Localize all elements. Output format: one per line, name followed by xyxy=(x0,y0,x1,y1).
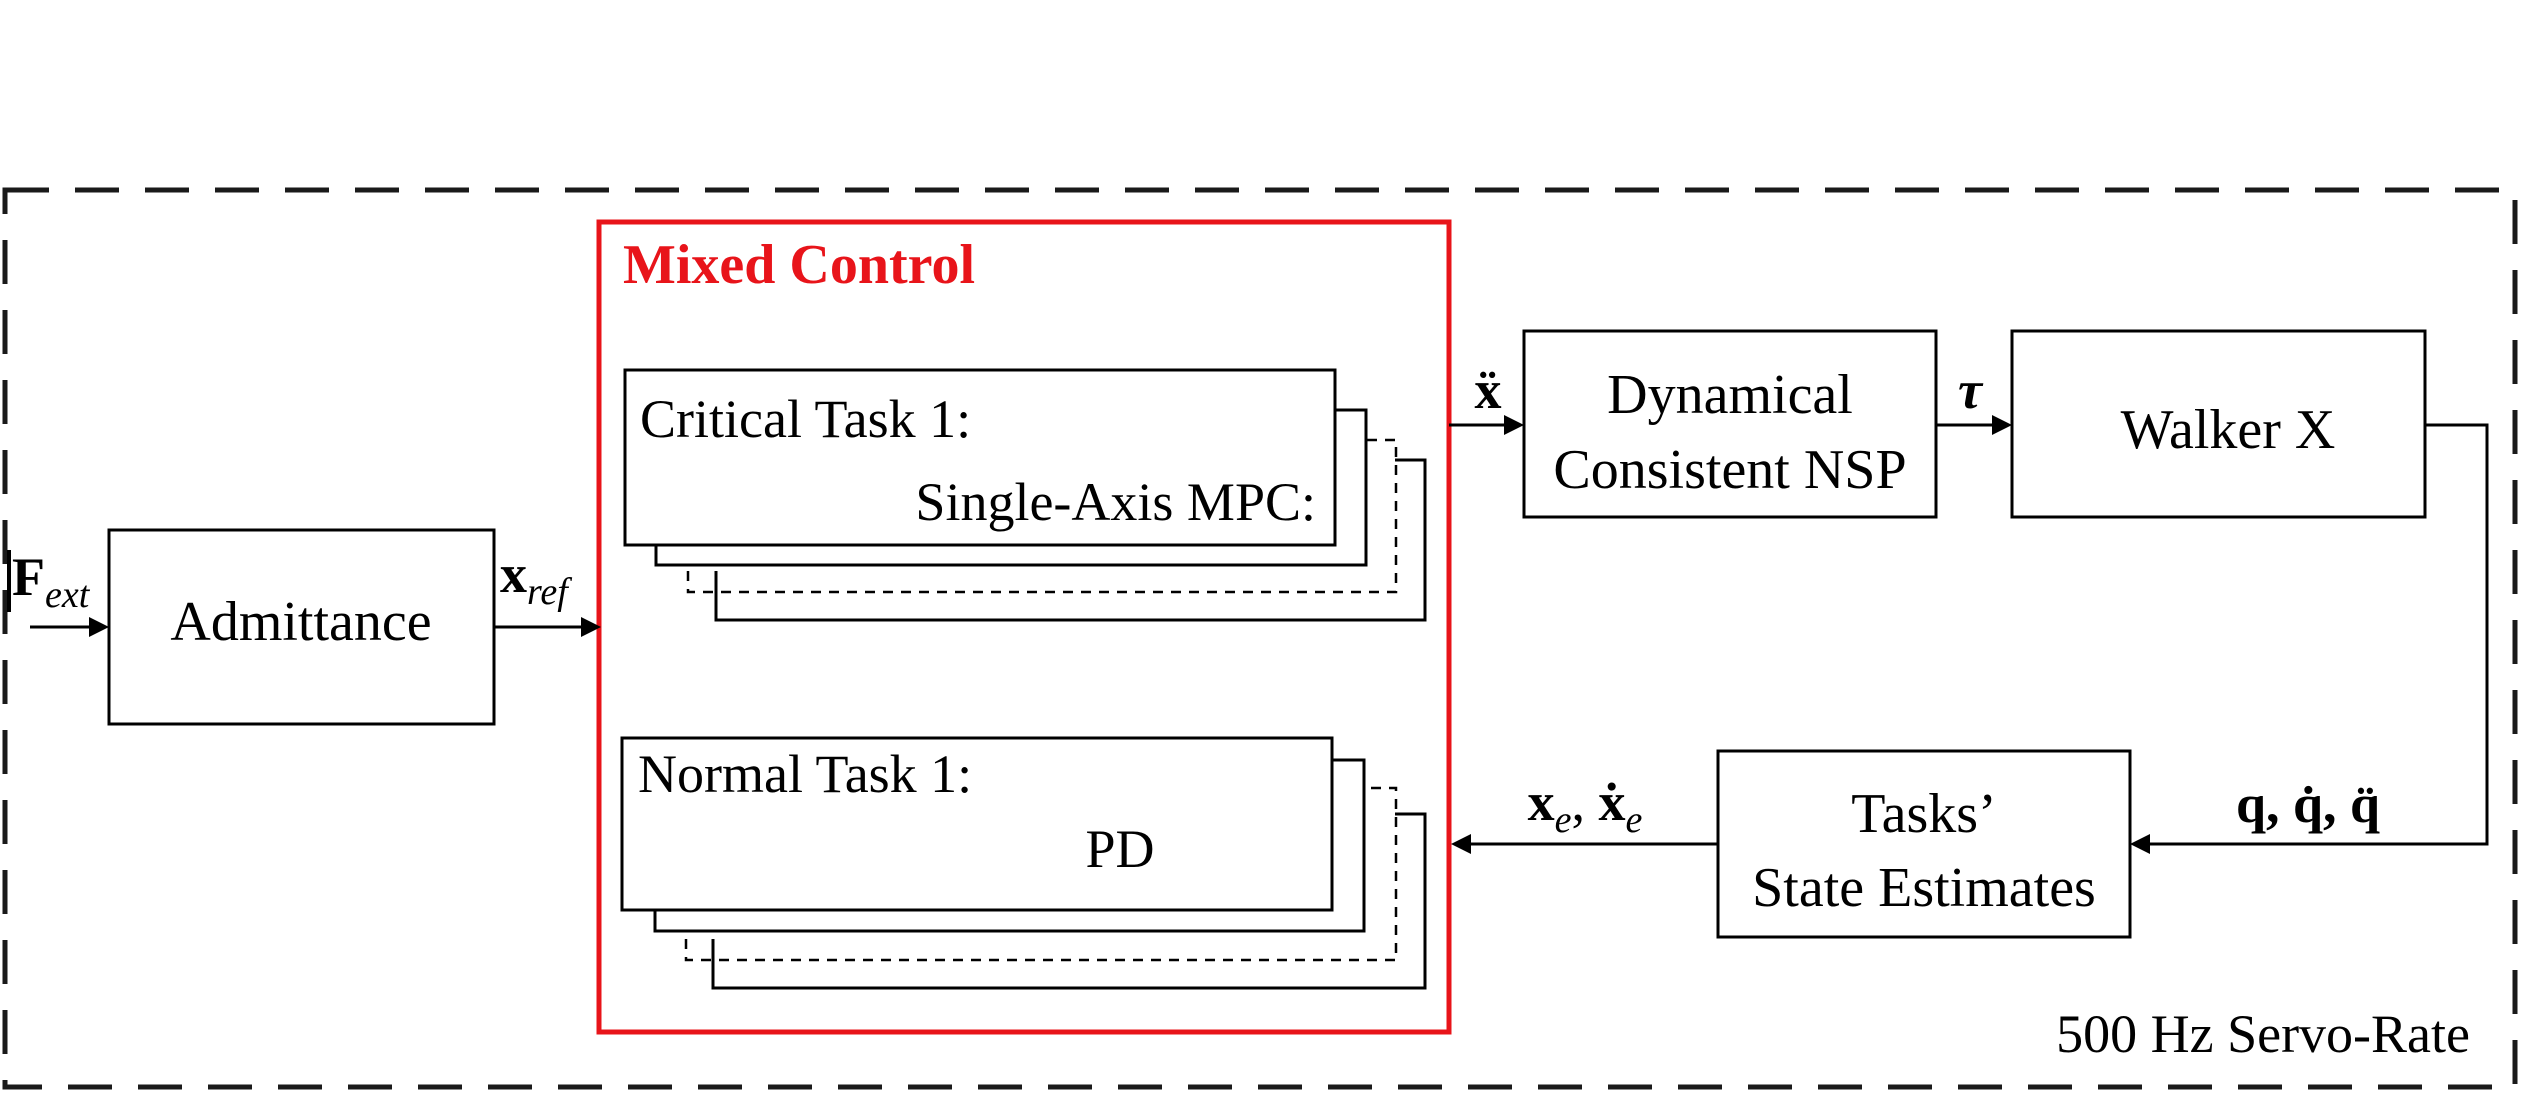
x-ddot-arrowhead xyxy=(1504,415,1524,435)
f-ext-arrowhead xyxy=(89,617,109,637)
f-ext-label: Fext xyxy=(12,547,91,616)
critical-task-stack: Critical Task 1: Single-Axis MPC: xyxy=(623,368,1427,622)
normal-task-stack: Normal Task 1: PD xyxy=(620,736,1427,990)
normal-card-2 xyxy=(653,758,1366,933)
admittance-label: Admittance xyxy=(170,591,431,653)
f-ext-sub: ext xyxy=(45,574,91,616)
critical-task-card xyxy=(623,368,1337,547)
x-ref-sub: ref xyxy=(527,571,572,613)
x-ddot-label: ẍ xyxy=(1475,360,1502,420)
critical-card-4 xyxy=(714,458,1427,622)
critical-card-3 xyxy=(686,438,1398,594)
x-ref-arrowhead xyxy=(581,617,601,637)
normal-card-4 xyxy=(711,812,1427,990)
nsp-block xyxy=(1522,329,1938,519)
f-ext-base: F xyxy=(12,547,45,607)
estimates-line2: State Estimates xyxy=(1752,857,2096,919)
x-e-label: xe, ẋe xyxy=(1528,772,1643,841)
critical-card-2 xyxy=(654,408,1368,567)
x-ref-base: x xyxy=(500,544,527,604)
servo-rate-frame xyxy=(2,187,2518,1090)
servo-rate-label: 500 Hz Servo-Rate xyxy=(2056,1004,2470,1064)
mixed-control-title: Mixed Control xyxy=(623,234,975,296)
x-e-base2: ẋ xyxy=(1599,772,1626,832)
x-e-arrowhead xyxy=(1451,834,1471,854)
x-ref-label: xref xyxy=(500,544,572,613)
q-set-label: q, q̇, q̈ xyxy=(2236,774,2380,834)
estimates-block xyxy=(1716,749,2132,939)
nsp-line2: Consistent NSP xyxy=(1553,439,1906,501)
x-e-sub2: e xyxy=(1626,799,1643,841)
feedback-arrowhead xyxy=(2130,834,2150,854)
feedback-wire xyxy=(2139,423,2489,846)
tau-label: τ xyxy=(1958,360,1984,420)
x-e-base: x xyxy=(1528,772,1555,832)
normal-task-line1: Normal Task 1: xyxy=(638,744,972,804)
nsp-line1: Dynamical xyxy=(1607,364,1853,426)
estimates-line1: Tasks’ xyxy=(1851,783,1996,845)
critical-task-line1: Critical Task 1: xyxy=(640,389,971,449)
critical-task-line2: Single-Axis MPC: xyxy=(915,472,1316,532)
tau-arrowhead xyxy=(1992,415,2012,435)
walker-label: Walker X xyxy=(2121,399,2336,461)
normal-task-card xyxy=(620,736,1334,912)
x-e-sub: e xyxy=(1555,799,1572,841)
normal-task-line2: PD xyxy=(1085,819,1154,879)
x-e-sep: , xyxy=(1572,772,1599,832)
